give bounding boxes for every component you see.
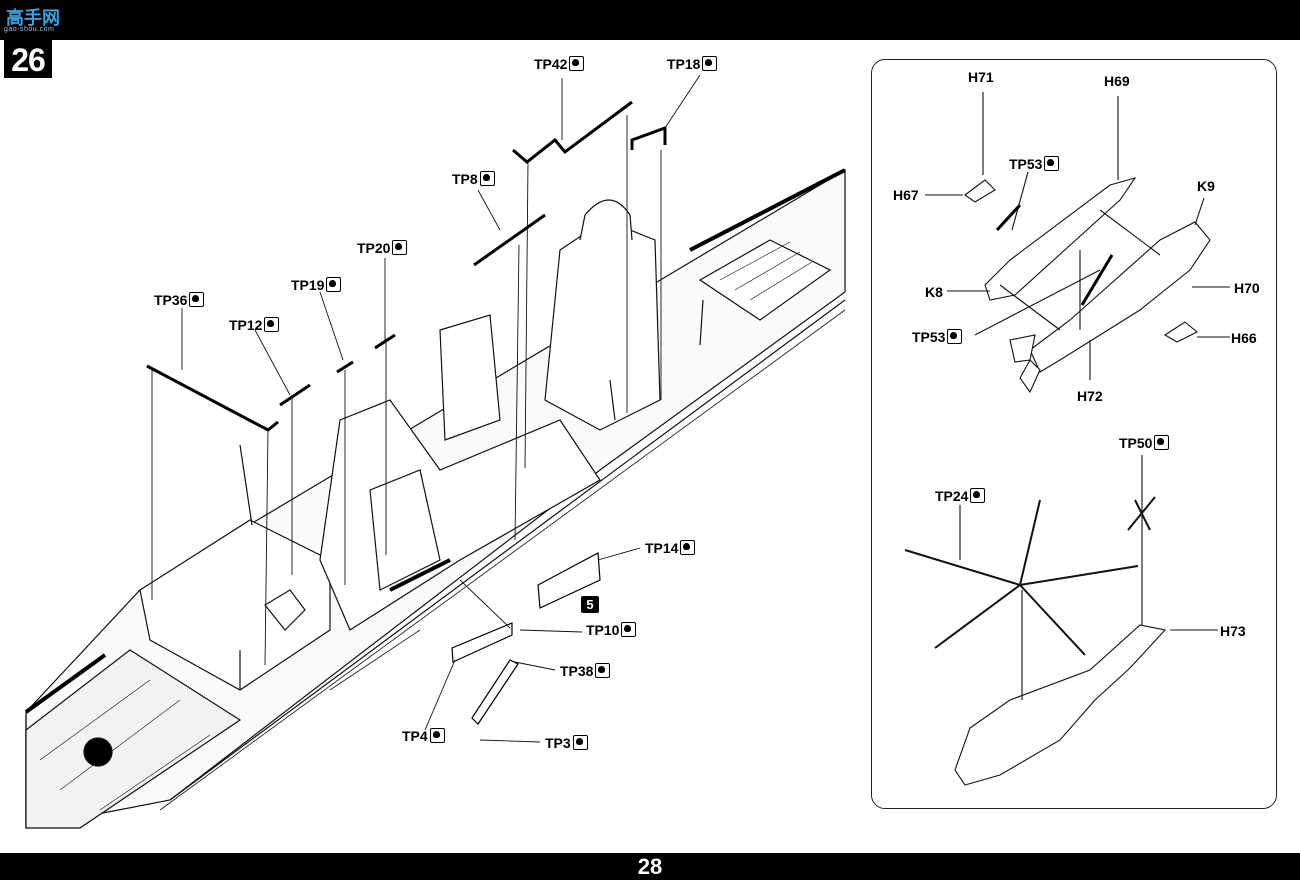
helicopter-body (954, 624, 1167, 786)
label-tp10: TP10 (586, 622, 637, 638)
part-tp53-lower (1080, 254, 1114, 306)
vls-block (698, 239, 832, 321)
heart-mark-icon (947, 329, 963, 344)
label-tp20: TP20 (357, 240, 408, 256)
label-tp4: TP4 (402, 728, 445, 744)
label-h70: H70 (1234, 280, 1260, 296)
label-h66: H66 (1231, 330, 1257, 346)
label-tp50: TP50 (1119, 435, 1170, 451)
label-h71: H71 (968, 69, 994, 85)
heart-mark-icon (189, 292, 205, 307)
part-tp19 (336, 360, 354, 374)
label-h69: H69 (1104, 73, 1130, 89)
hangar (139, 519, 331, 691)
part-tp38 (471, 659, 519, 725)
heart-mark-icon (569, 56, 585, 71)
label-tp8: TP8 (452, 171, 495, 187)
heart-mark-icon (479, 171, 495, 186)
heart-mark-icon (680, 540, 696, 555)
label-tp53-upper: TP53 (1009, 156, 1060, 172)
label-tp12: TP12 (229, 317, 280, 333)
part-tp12 (279, 383, 311, 407)
part-tp53-upper (995, 203, 1022, 232)
part-tp8 (473, 213, 546, 267)
bottom-bar (0, 853, 1300, 880)
part-tp42 (512, 100, 633, 164)
heart-mark-icon (429, 728, 445, 743)
fuselage-half-k9 (1029, 221, 1211, 373)
label-tp14: TP14 (645, 540, 696, 556)
part-h67 (964, 179, 996, 203)
label-h73: H73 (1220, 623, 1246, 639)
helicopter-detail-panel (871, 59, 1277, 809)
heart-mark-icon (572, 735, 588, 750)
label-h72: H72 (1077, 388, 1103, 404)
part-tp20 (374, 333, 396, 350)
page-number: 28 (637, 854, 663, 879)
part-tp18 (630, 125, 667, 150)
label-tp3: TP3 (545, 735, 588, 751)
label-tp19: TP19 (291, 277, 342, 293)
label-k8: K8 (925, 284, 943, 300)
label-k9: K9 (1197, 178, 1215, 194)
logo-text: 高手网 (6, 8, 60, 28)
heart-mark-icon (392, 240, 408, 255)
label-tp18: TP18 (667, 56, 718, 72)
top-bar (0, 0, 1300, 40)
label-tp36: TP36 (154, 292, 205, 308)
heart-mark-icon (621, 622, 637, 637)
label-tp42: TP42 (534, 56, 585, 72)
heart-mark-icon (1154, 435, 1170, 450)
label-tp53-lower: TP53 (912, 329, 963, 345)
logo-subtext: gao-shou.com (4, 26, 55, 33)
step-reference-mark: 5 (581, 596, 599, 613)
site-logo: 高手网 gao-shou.com (4, 4, 74, 36)
heart-mark-icon (264, 317, 280, 332)
helideck (25, 649, 242, 829)
heart-mark-icon (595, 663, 611, 678)
heart-mark-icon (970, 488, 986, 503)
heart-mark-icon (326, 277, 342, 292)
main-rotor (904, 499, 1139, 656)
fuselage-half-k8 (984, 177, 1137, 301)
part-h66 (1163, 321, 1198, 343)
part-tp4 (451, 622, 513, 663)
label-tp38: TP38 (560, 663, 611, 679)
heart-mark-icon (702, 56, 718, 71)
step-number: 26 (4, 40, 52, 78)
label-tp24: TP24 (935, 488, 986, 504)
part-tp14 (537, 552, 601, 609)
gun-turret (264, 589, 306, 631)
label-h67: H67 (893, 187, 919, 203)
heart-mark-icon (1044, 156, 1060, 171)
